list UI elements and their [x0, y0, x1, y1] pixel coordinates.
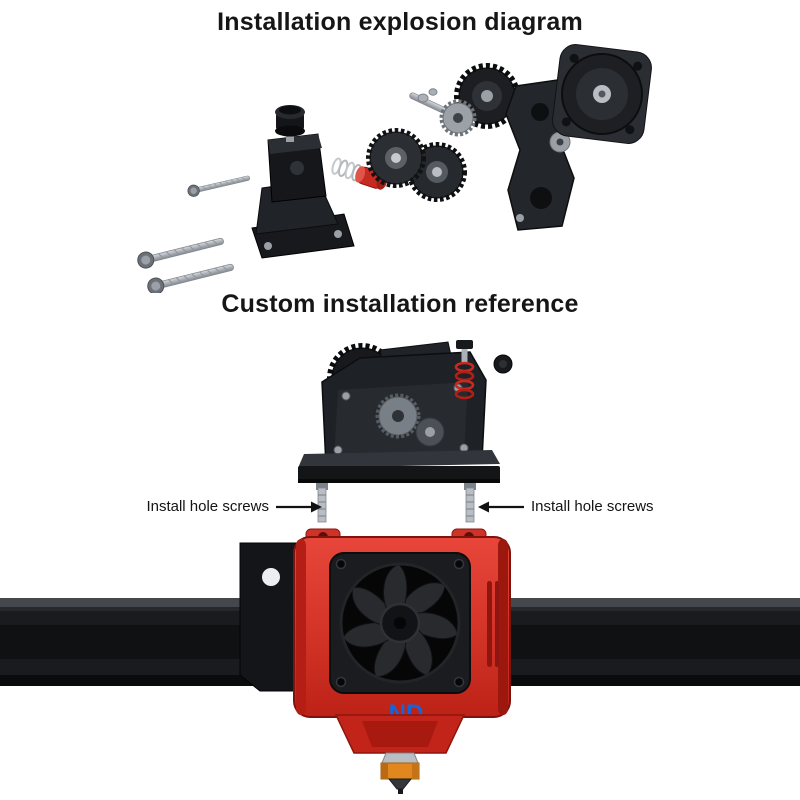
mounting-screws-icon [135, 171, 252, 293]
assembled-extruder [298, 340, 513, 523]
custom-reference-title: Custom installation reference [221, 290, 579, 318]
install-screw-right-icon [464, 483, 476, 523]
left-arrow-icon [478, 501, 524, 512]
carriage-chin-icon [334, 714, 466, 754]
right-arrow-icon [276, 501, 322, 512]
tension-screw-icon [454, 340, 513, 400]
gear-cluster-icon [439, 63, 520, 137]
exploded-diagram [135, 44, 652, 293]
right-screw-callout: Install hole screws [478, 498, 654, 515]
explosion-diagram-title: Installation explosion diagram [217, 8, 583, 36]
mounting-plate-icon [298, 450, 500, 483]
cooling-fan-icon [329, 552, 471, 694]
left-screw-callout: Install hole screws [0, 498, 322, 515]
hotend-nozzle-icon [380, 752, 420, 794]
carriage-assembly: ND [0, 528, 800, 794]
drive-gears-icon [366, 128, 467, 202]
extruder-bracket-icon [251, 133, 355, 259]
stepper-motor-icon [552, 44, 652, 144]
extruder-body-icon [321, 351, 487, 467]
right-screw-label: Install hole screws [531, 498, 654, 515]
left-screw-label: Install hole screws [146, 498, 269, 515]
gear-shaft-icon [409, 88, 447, 114]
red-carriage-icon [293, 528, 511, 718]
thumbscrew-knob-icon [275, 105, 305, 142]
